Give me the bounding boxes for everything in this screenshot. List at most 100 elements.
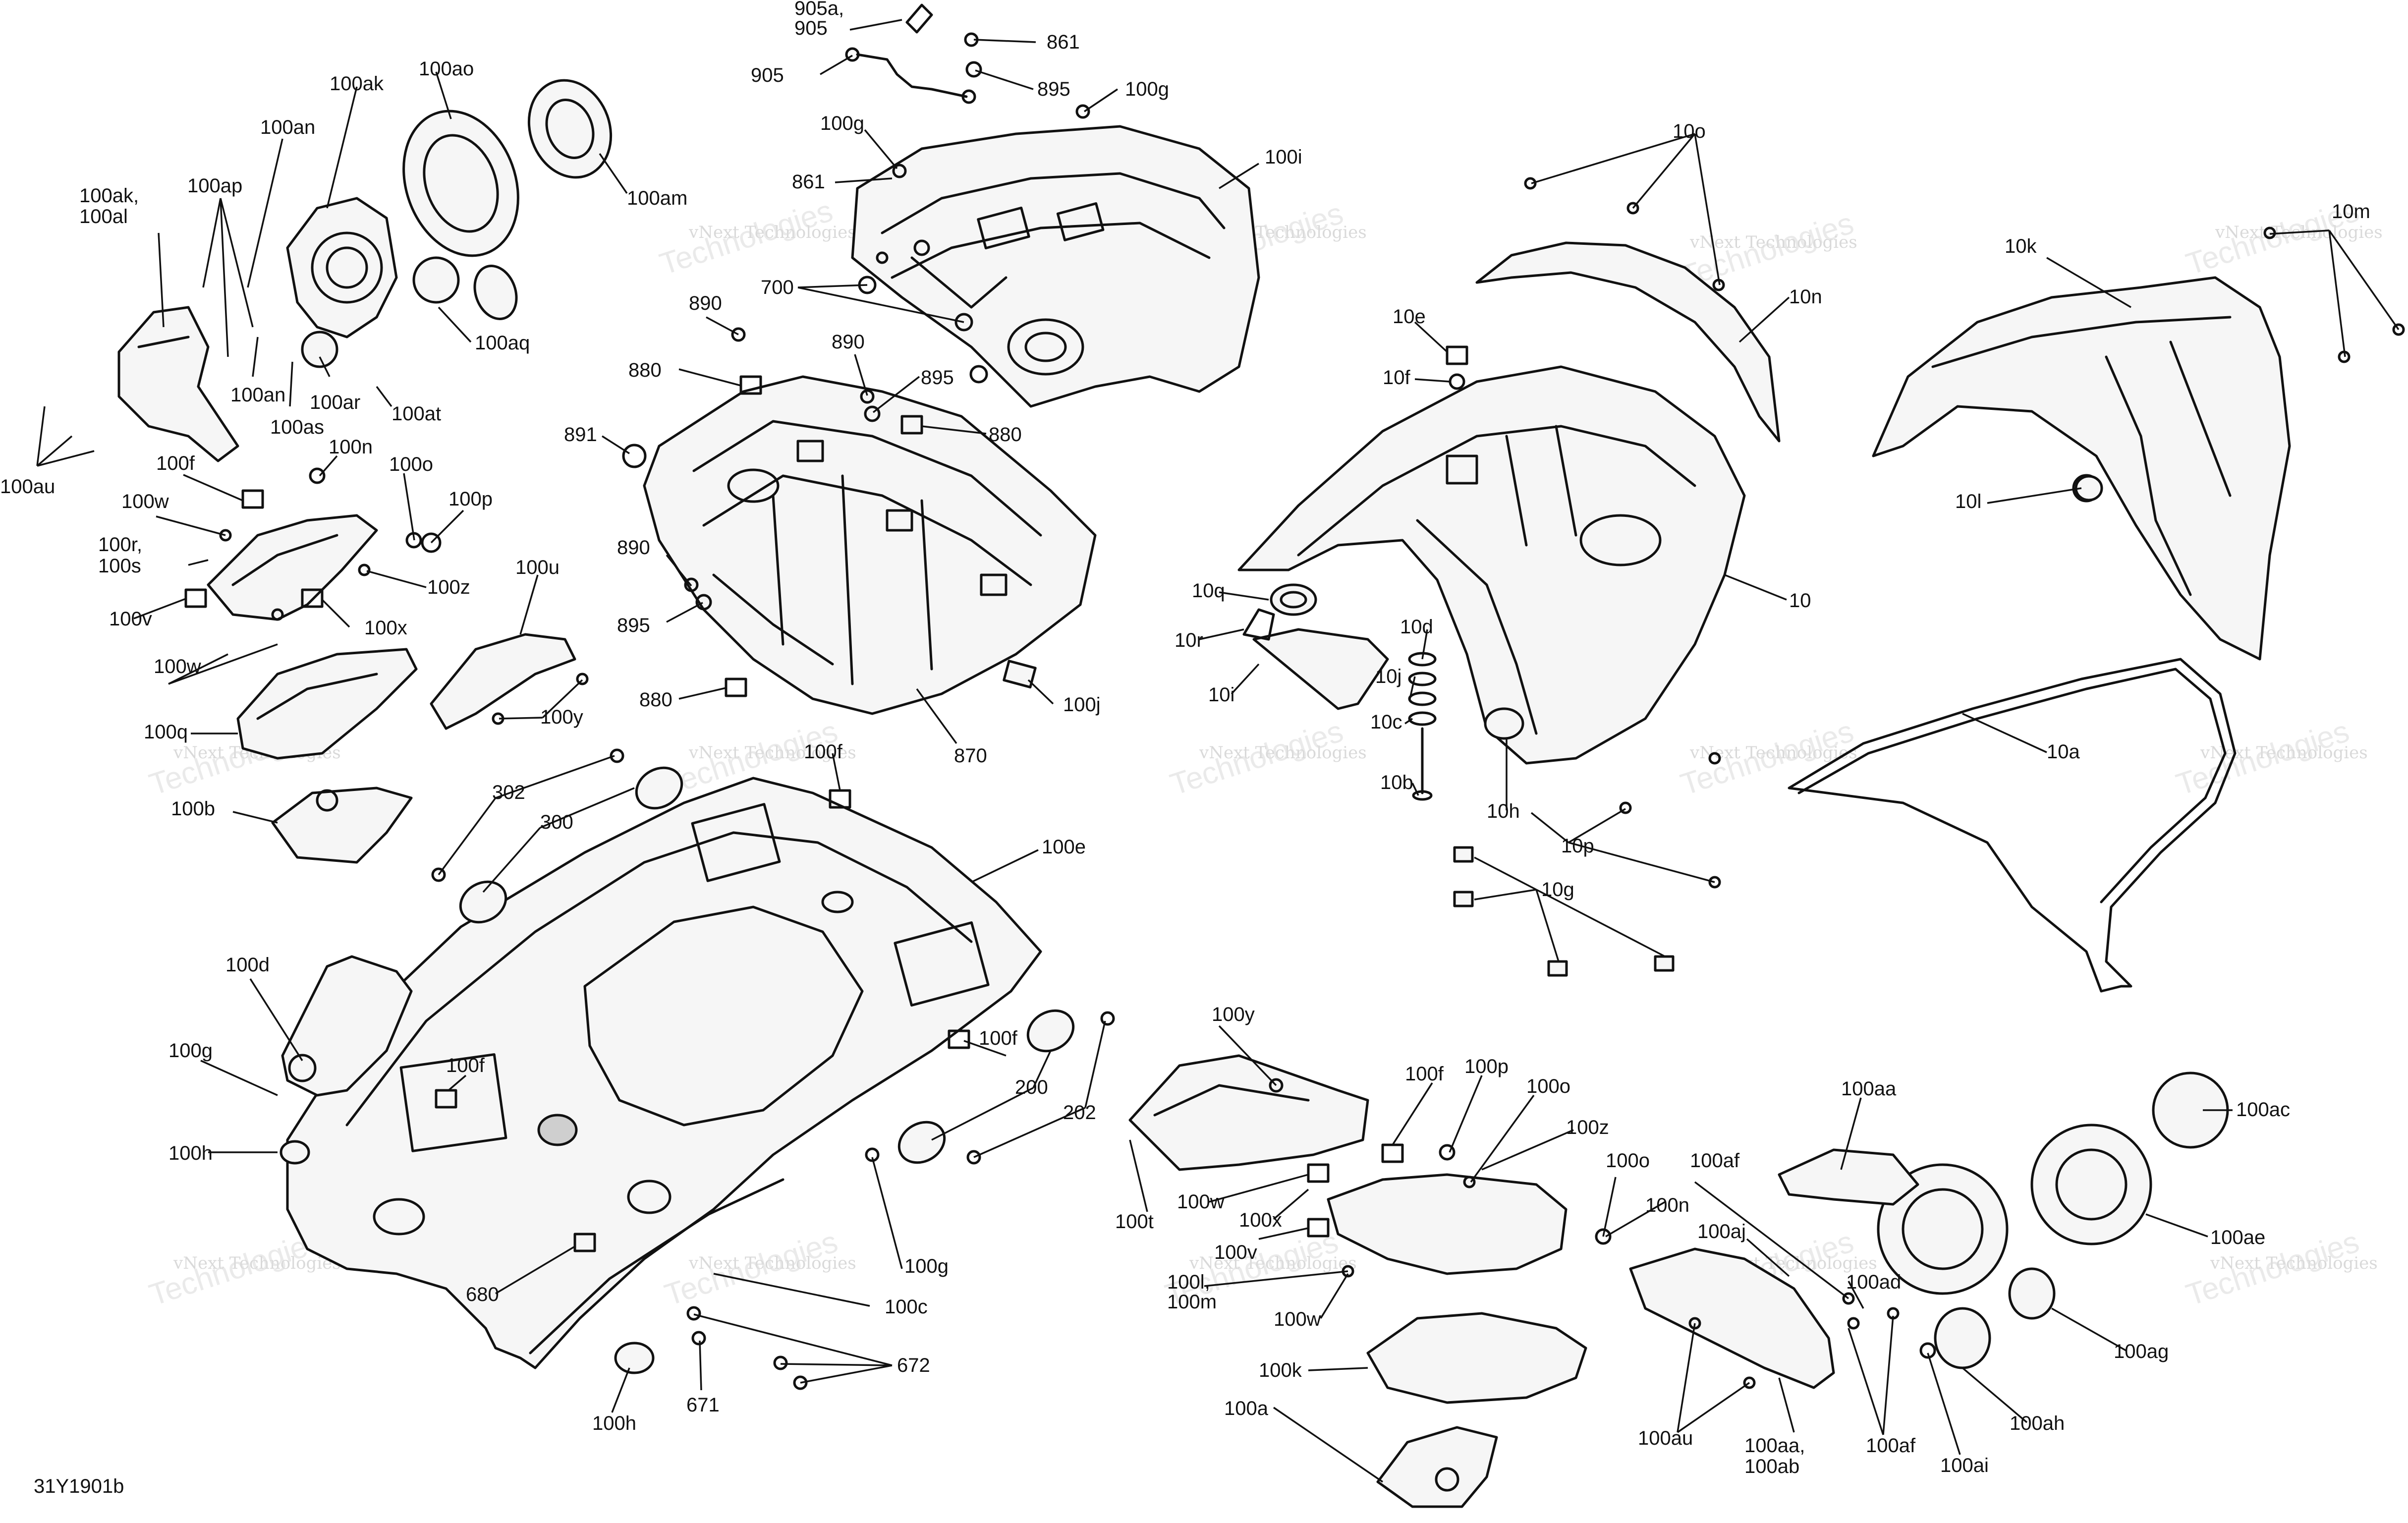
callout-labels: 905a, 905 905 861 895 100g 100g 861 100i…	[0, 0, 2370, 1477]
callout-label: 100v	[1214, 1241, 1257, 1263]
watermark: vNext Technologies	[2200, 743, 2368, 763]
callout-label: 100x	[364, 617, 407, 639]
rear-frame-cover-part	[851, 125, 1260, 408]
callout-label: 100af	[1690, 1150, 1740, 1172]
rubber-grommet-parts	[280, 707, 1524, 1374]
callout-label: 100w	[1274, 1308, 1321, 1330]
callout-label: 100f	[1405, 1063, 1444, 1085]
callout-label: 100n	[329, 436, 373, 458]
callout-label: 680	[466, 1284, 499, 1305]
callout-label: 10a	[2047, 741, 2080, 763]
drawing-code-label: 31Y1901b	[34, 1475, 124, 1497]
callout-label: 100aa	[1841, 1078, 1897, 1100]
callout-label: 300	[540, 811, 573, 833]
callout-label: 100aj	[1697, 1221, 1746, 1242]
callout-label: 100f	[446, 1055, 485, 1076]
callout-label: 302	[492, 782, 525, 803]
bumper-300-part	[459, 766, 683, 924]
callout-label: 10g	[1541, 879, 1574, 901]
callout-label: 100o	[1526, 1075, 1570, 1097]
callout-label: 100ao	[419, 58, 474, 80]
callout-label: 100aa,	[1744, 1435, 1805, 1457]
callout-label: 880	[639, 689, 672, 711]
callout-label: 100d	[225, 954, 270, 976]
callout-label: 100j	[1063, 694, 1101, 716]
bracket-100k-part	[1366, 1312, 1587, 1404]
callout-label: 100q	[144, 721, 188, 743]
callout-label: 10k	[2005, 235, 2037, 257]
side-cover-10k-part	[1872, 276, 2291, 661]
callout-label: 100an	[260, 116, 315, 138]
callout-label: 100f	[156, 452, 195, 474]
callout-label: 100z	[427, 576, 470, 598]
callout-label: 100h	[168, 1142, 213, 1164]
callout-label: 100am	[627, 187, 687, 209]
callout-label: 100e	[1042, 836, 1086, 858]
callout-label: 100c	[885, 1296, 928, 1318]
callout-label: 100p	[448, 488, 493, 510]
callout-label: 10j	[1375, 666, 1401, 687]
callout-label: 100t	[1115, 1211, 1154, 1233]
trim-strip-10n-part	[1475, 241, 1781, 443]
callout-label: 700	[761, 277, 794, 298]
callout-label: 100i	[1265, 146, 1302, 168]
callout-label: 100f	[804, 741, 843, 763]
callout-label: 861	[1047, 31, 1080, 53]
watermark: vNext Technologies	[2210, 1253, 2378, 1273]
small-cover-10i-part	[1252, 628, 1389, 710]
callout-label: 100b	[171, 798, 215, 820]
callout-label: 100ah	[2010, 1412, 2065, 1434]
callout-label: 10c	[1370, 711, 1402, 733]
callout-label: 10e	[1393, 306, 1426, 328]
bracket-100u-part	[430, 633, 576, 730]
clip-10r-part	[1242, 608, 1275, 641]
callout-label: 100o	[389, 453, 433, 475]
callout-label: 100f	[979, 1027, 1018, 1049]
callout-label: 100at	[392, 403, 441, 425]
callout-label: 100k	[1259, 1359, 1302, 1381]
rubber-feet-10g-part	[1453, 846, 1675, 977]
speaker-housing-left-part	[286, 79, 613, 368]
callout-label: 100w	[121, 491, 169, 512]
callout-label: 100p	[1464, 1056, 1509, 1077]
callout-label: 100z	[1566, 1117, 1609, 1138]
callout-label: 100au	[0, 476, 55, 498]
callout-label: 100as	[270, 416, 324, 438]
callout-label: 895	[921, 367, 954, 389]
callout-label: 100n	[1645, 1194, 1689, 1216]
watermark: vNext Technologies	[688, 223, 856, 242]
callout-label: 200	[1015, 1076, 1048, 1098]
callout-label: 100g	[168, 1040, 213, 1062]
callout-label: 100au	[1638, 1427, 1693, 1449]
callout-label: 100v	[109, 608, 152, 630]
callout-label: 10p	[1561, 835, 1594, 857]
callout-label: 10n	[1789, 286, 1822, 308]
fastener-stack-10-part	[1408, 652, 1437, 801]
callout-label: 10r	[1175, 629, 1203, 651]
watermark: vNext Technologies	[1689, 232, 1857, 252]
callout-label: 100x	[1239, 1209, 1282, 1231]
small-fasteners	[184, 3, 2405, 1390]
storage-bin-part	[1237, 365, 1746, 765]
callout-label: 100m	[1167, 1291, 1217, 1313]
callout-label: 100s	[98, 555, 141, 577]
callout-label: 905	[751, 64, 784, 86]
clip-100j-part	[1003, 660, 1037, 689]
chassis-bracket-part	[643, 375, 1097, 715]
callout-label: 100w	[154, 656, 201, 677]
callout-label: 202	[1063, 1102, 1096, 1124]
callout-label: 100ad	[1846, 1271, 1901, 1293]
callout-label: 895	[1037, 78, 1070, 100]
watermark: vNext Technologies	[688, 1253, 856, 1273]
callout-label: 100ac	[2236, 1099, 2290, 1121]
callout-label: 10	[1789, 590, 1811, 612]
watermark: vNext Technologies	[1199, 743, 1367, 763]
callout-label: 100ak,	[79, 185, 139, 207]
callout-label: 100ar	[310, 392, 360, 413]
callout-label: 100ab	[1744, 1456, 1799, 1477]
grab-handle-left-part	[117, 306, 239, 462]
callout-label: 100ai	[1940, 1455, 1989, 1476]
ring-10q-part	[1270, 583, 1317, 616]
callout-label: 100g	[1125, 78, 1169, 100]
